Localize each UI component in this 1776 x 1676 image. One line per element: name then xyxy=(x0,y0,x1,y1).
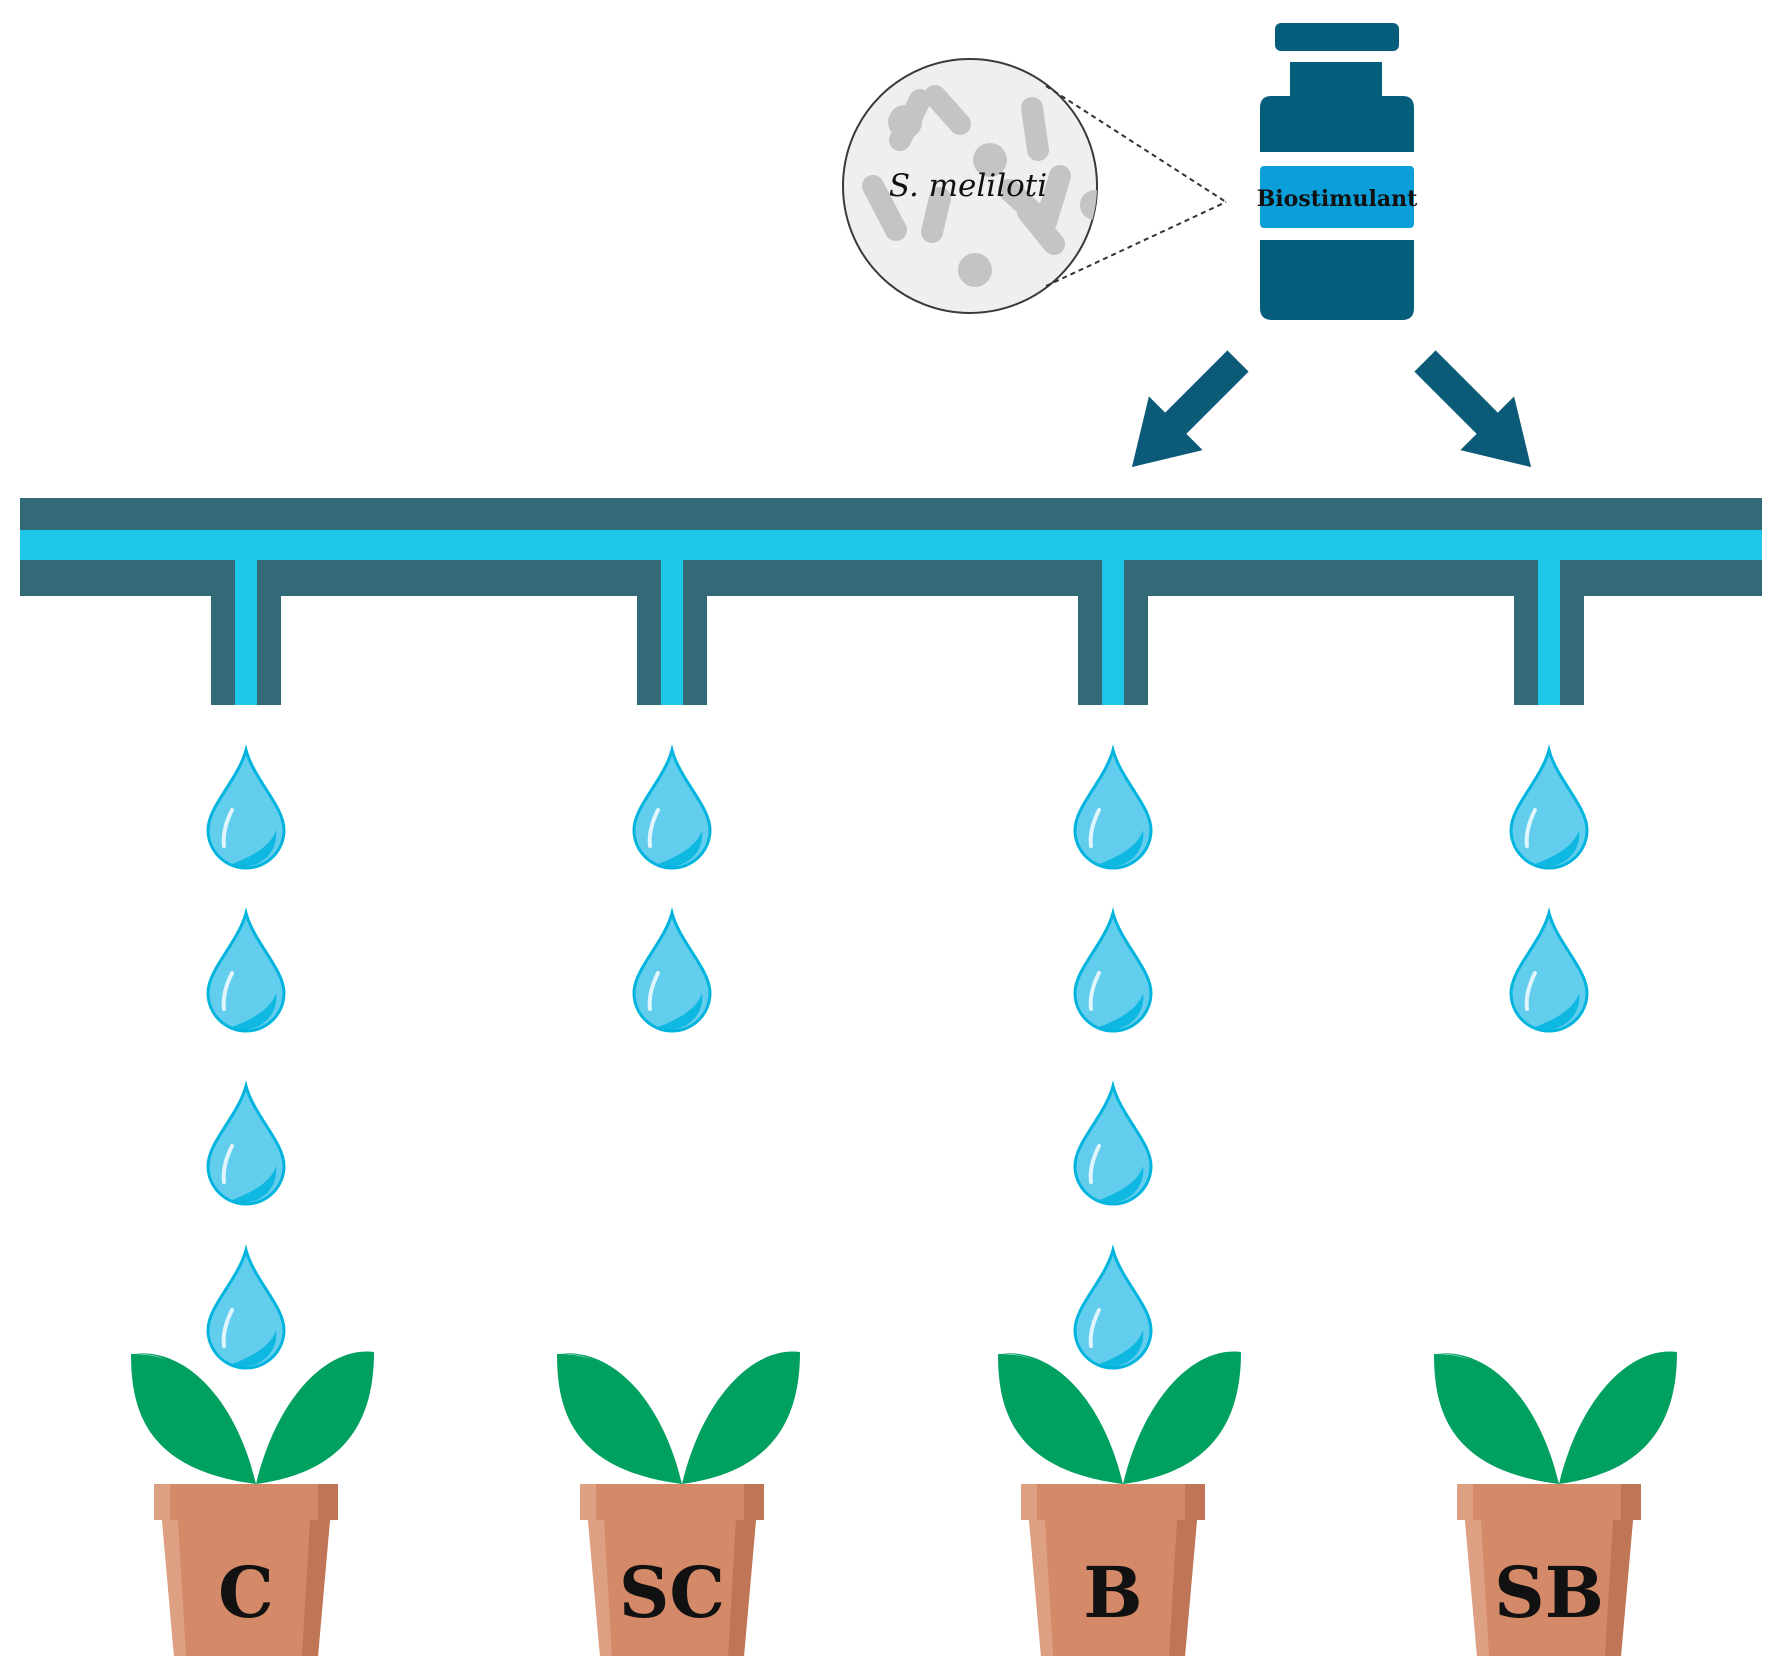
leaf-right xyxy=(1559,1351,1677,1484)
plant-pots: C SC B SB xyxy=(131,1351,1677,1656)
plant-pot-sb: SB xyxy=(1434,1351,1677,1656)
water-drop-icon xyxy=(632,744,712,870)
microbe-magnifier: S. meliloti xyxy=(842,58,1227,314)
water-drop-icon xyxy=(206,1080,286,1206)
bacterium-coccus xyxy=(958,253,992,287)
pipe-water-channel xyxy=(20,530,1762,560)
water-drop-icon xyxy=(206,1244,286,1370)
bottle-label-band xyxy=(1260,166,1414,228)
bacterium-coccus xyxy=(973,143,1007,177)
pot-body xyxy=(588,1520,756,1656)
nozzle-water xyxy=(661,555,683,705)
arrow-left-down-icon xyxy=(1131,350,1249,468)
bacterium-rod xyxy=(1021,97,1049,161)
magnifier-line-bottom xyxy=(1045,201,1227,287)
plant-pot-c: C xyxy=(131,1351,374,1656)
water-drop-icon xyxy=(206,744,286,870)
bottle-body-bottom xyxy=(1260,240,1414,320)
bottle-body-top xyxy=(1260,62,1414,152)
bacterium-coccus xyxy=(1080,190,1097,220)
pot-rim xyxy=(154,1484,338,1520)
pot-label: SB xyxy=(1494,1551,1604,1634)
bacterium-rod xyxy=(924,85,971,135)
bacterium-rod xyxy=(1035,165,1071,233)
nozzle-water xyxy=(235,555,257,705)
water-drop-icon xyxy=(632,907,712,1033)
bottle-label: Biostimulant xyxy=(1257,186,1418,212)
microbe-label: S. meliloti xyxy=(889,168,1047,204)
water-drop-icon xyxy=(1509,744,1589,870)
pot-body xyxy=(1029,1520,1197,1656)
water-drop-icon xyxy=(1073,1244,1153,1370)
water-drop-icon xyxy=(1073,744,1153,870)
pot-body xyxy=(1465,1520,1633,1656)
leaf-right xyxy=(1123,1351,1241,1484)
plant-pot-b: B xyxy=(998,1351,1241,1656)
plant-pot-sc: SC xyxy=(557,1351,800,1656)
pot-label: SC xyxy=(619,1551,725,1634)
pot-label: B xyxy=(1083,1551,1142,1634)
bacteria-cells xyxy=(862,85,1097,287)
bacterium-rod xyxy=(1017,201,1065,255)
water-drop-icon xyxy=(1509,907,1589,1033)
water-drop-icon xyxy=(1073,1080,1153,1206)
pipe-nozzles xyxy=(211,555,1584,705)
pot-label: C xyxy=(218,1551,274,1634)
pot-rim xyxy=(580,1484,764,1520)
water-drop-icon xyxy=(1073,907,1153,1033)
arrow-right-down-icon xyxy=(1414,350,1532,468)
biostimulant-bottle-icon: Biostimulant xyxy=(1257,23,1418,320)
pot-rim xyxy=(1021,1484,1205,1520)
water-drops xyxy=(206,744,1589,1370)
bottle-cap xyxy=(1275,23,1399,51)
nozzle-water xyxy=(1102,555,1124,705)
nozzle-water xyxy=(1538,555,1560,705)
bacterium-coccus xyxy=(888,105,922,139)
pipe-top-wall xyxy=(20,498,1762,530)
bacterium-rod xyxy=(862,175,907,241)
pot-rim xyxy=(1457,1484,1641,1520)
bacterium-rod xyxy=(921,187,951,243)
pipe-bottom-wall xyxy=(20,560,1762,596)
leaf-right xyxy=(256,1351,374,1484)
water-drop-icon xyxy=(206,907,286,1033)
pot-body xyxy=(162,1520,330,1656)
leaf-right xyxy=(682,1351,800,1484)
irrigation-pipe xyxy=(20,498,1762,705)
